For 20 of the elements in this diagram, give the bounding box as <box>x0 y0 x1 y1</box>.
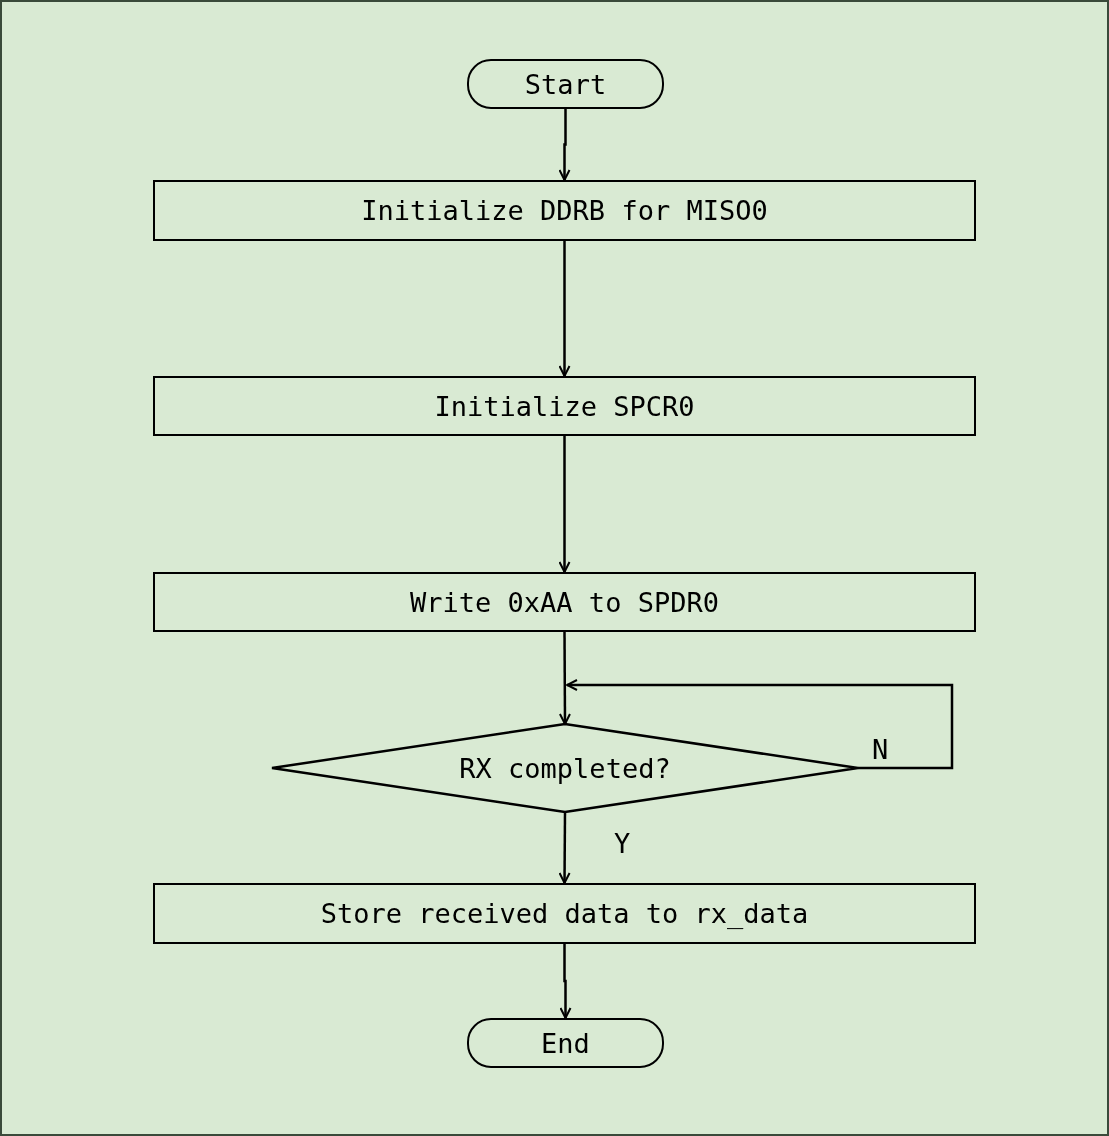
arrow <box>559 944 572 1019</box>
arrow <box>558 812 571 884</box>
process-box <box>153 572 976 632</box>
arrow <box>558 436 571 573</box>
terminator-box <box>467 1018 664 1068</box>
arrow <box>566 679 954 770</box>
node-text: Write 0xAA to SPDR0 <box>410 586 719 618</box>
node-text: Start <box>524 68 607 100</box>
process-box <box>153 180 976 241</box>
node-text: End <box>541 1027 590 1059</box>
terminator-box <box>467 59 664 109</box>
process-box <box>153 883 976 944</box>
node-text: Initialize DDRB for MISO0 <box>361 195 768 226</box>
arrow <box>558 109 571 181</box>
arrow <box>558 241 571 377</box>
arrow <box>558 632 571 725</box>
node-text: Initialize SPCR0 <box>434 390 695 422</box>
process-box <box>153 376 976 436</box>
node-text: Store received data to rx_data <box>320 898 809 929</box>
node-text: RX completed? <box>459 752 671 784</box>
